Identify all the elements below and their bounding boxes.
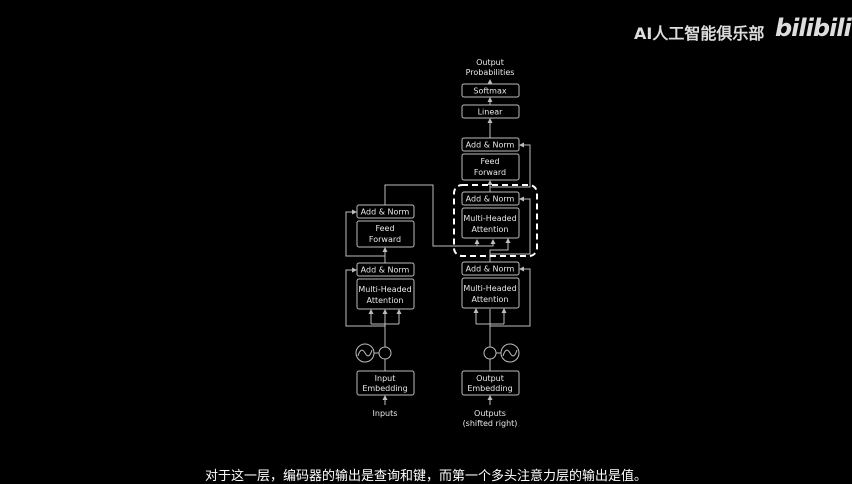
softmax-box: Softmax xyxy=(461,83,520,98)
decoder-add-norm-bottom: Add & Norm xyxy=(461,261,520,276)
bilibili-logo: bilibili xyxy=(775,14,852,42)
outputs-label: Outputs xyxy=(474,409,506,418)
svg-text:Feed: Feed xyxy=(375,224,394,233)
svg-text:Add & Norm: Add & Norm xyxy=(466,265,515,274)
encoder-sine-icon xyxy=(355,343,375,363)
svg-text:Multi-Headed: Multi-Headed xyxy=(463,284,516,293)
decoder-add-positional-icon xyxy=(483,346,497,360)
output-label-1: Output xyxy=(476,58,504,67)
svg-text:Add & Norm: Add & Norm xyxy=(361,266,410,275)
encoder-attention: Multi-Headed Attention xyxy=(356,278,415,310)
svg-text:Input: Input xyxy=(375,374,396,383)
linear-box: Linear xyxy=(461,104,520,119)
svg-text:Embedding: Embedding xyxy=(362,384,407,393)
encoder-add-positional-icon xyxy=(378,346,392,360)
subtitle: 对于这一层，编码器的输出是查询和键，而第一个多头注意力层的输出是值。 xyxy=(204,469,647,484)
decoder-sine-icon xyxy=(500,343,520,363)
shifted-right-label: (shifted right) xyxy=(463,419,518,428)
decoder-self-attention: Multi-Headed Attention xyxy=(461,277,520,309)
encoder-add-norm-top: Add & Norm xyxy=(356,204,415,219)
svg-text:Attention: Attention xyxy=(472,295,509,304)
decoder-cross-attention: Multi-Headed Attention xyxy=(461,207,520,239)
decoder-feed-forward: Feed Forward xyxy=(461,153,520,181)
inputs-label: Inputs xyxy=(373,409,398,418)
output-embedding: Output Embedding xyxy=(461,370,520,396)
svg-text:Output: Output xyxy=(476,374,504,383)
svg-text:Multi-Headed: Multi-Headed xyxy=(358,285,411,294)
svg-text:Softmax: Softmax xyxy=(473,87,506,96)
svg-text:Feed: Feed xyxy=(480,157,499,166)
encoder-add-norm-bottom: Add & Norm xyxy=(356,262,415,277)
svg-text:Forward: Forward xyxy=(474,168,506,177)
svg-text:Attention: Attention xyxy=(472,225,509,234)
decoder-connections xyxy=(473,79,531,405)
svg-text:Multi-Headed: Multi-Headed xyxy=(463,214,516,223)
svg-text:Linear: Linear xyxy=(478,108,504,117)
output-label-2: Probabilities xyxy=(466,68,515,77)
svg-text:Embedding: Embedding xyxy=(467,384,512,393)
input-embedding: Input Embedding xyxy=(356,370,415,396)
decoder-add-norm-mid: Add & Norm xyxy=(461,191,520,206)
svg-text:Add & Norm: Add & Norm xyxy=(466,141,515,150)
decoder-add-norm-top: Add & Norm xyxy=(461,137,520,152)
svg-text:Attention: Attention xyxy=(367,296,404,305)
svg-text:Forward: Forward xyxy=(369,235,401,244)
channel-watermark: AI人工智能俱乐部 xyxy=(634,24,765,43)
highlight-dashed-box xyxy=(453,184,538,257)
svg-text:Add & Norm: Add & Norm xyxy=(466,195,515,204)
svg-text:Add & Norm: Add & Norm xyxy=(361,208,410,217)
encoder-connections xyxy=(345,184,496,405)
encoder-feed-forward: Feed Forward xyxy=(356,220,415,248)
